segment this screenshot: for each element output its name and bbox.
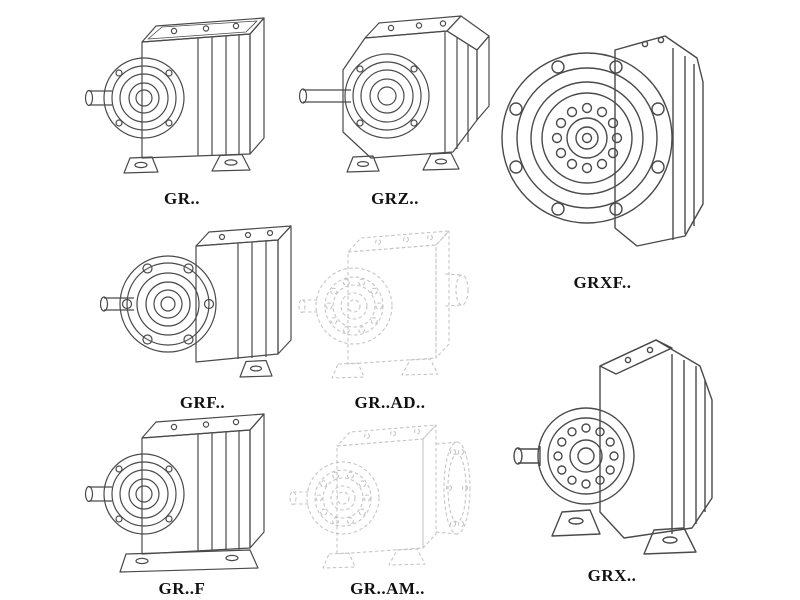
gearbox-gr-am-icon [289, 424, 471, 569]
figure-gr-f-label: GR..F [158, 579, 206, 598]
gearbox-gr-icon [84, 17, 265, 174]
figure-grf: GRF.. [100, 212, 305, 413]
figure-grz: GRZ.. [295, 6, 495, 209]
figure-gr-label: GR.. [164, 189, 200, 208]
figure-grxf: GRXF.. [495, 8, 710, 293]
figure-gr-am-label: GR..AM.. [350, 579, 425, 598]
gearbox-grxf-icon [501, 35, 704, 247]
gearbox-gr-ad-icon [298, 230, 469, 379]
figure-gr-am: GR..AM.. [285, 404, 490, 599]
figure-gr-ad: GR..AD.. [290, 212, 490, 413]
figure-grx: GRX.. [502, 308, 722, 586]
figure-grxf-label: GRXF.. [573, 273, 632, 292]
figure-gr: GR.. [82, 6, 282, 209]
figure-gr-ad-label: GR..AD.. [354, 393, 426, 412]
gearbox-grz-icon [298, 15, 490, 173]
gearbox-gr-f-icon [84, 413, 265, 573]
gearbox-grx-icon [513, 339, 713, 555]
figure-grz-label: GRZ.. [371, 189, 419, 208]
figure-grx-label: GRX.. [587, 566, 637, 585]
figure-gr-f: GR..F [82, 404, 282, 599]
gearbox-grf-icon [100, 225, 292, 378]
figure-grf-label: GRF.. [179, 393, 226, 412]
